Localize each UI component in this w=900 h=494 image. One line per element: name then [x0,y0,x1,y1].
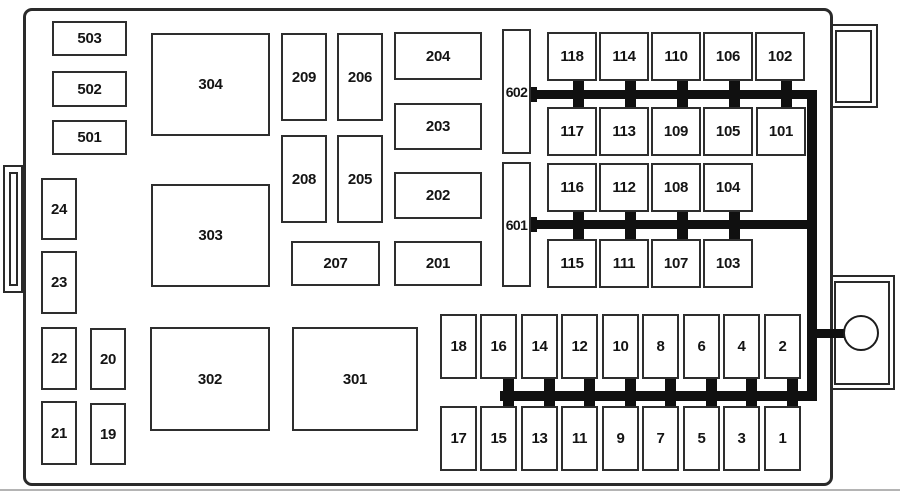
bus-601-rail [531,220,807,229]
bus-circle-stub [815,329,845,338]
fuse-box-111: 111 [599,239,649,288]
relay-box-209: 209 [281,33,327,121]
bus-vertical [807,90,817,401]
left-connector-inner [9,172,18,286]
bus-stub-2 [677,78,688,110]
bus-stub-4 [781,78,792,110]
page-edge-line [0,489,900,491]
fuse-box-107: 107 [651,239,701,288]
bus-stub-12 [625,377,636,409]
fuse-box-118: 118 [547,32,597,81]
fuse-box-114: 114 [599,32,649,81]
relay-box-201: 201 [394,241,482,286]
bus-stub-14 [706,377,717,409]
fuse-box-18: 18 [440,314,477,379]
relay-box-203: 203 [394,103,482,150]
fuse-box-116: 116 [547,163,597,212]
fuse-box-17: 17 [440,406,477,471]
fuse-box-23: 23 [41,251,77,314]
relay-box-208: 208 [281,135,327,223]
fuse-box-10: 10 [602,314,639,379]
bus-stub-10 [544,377,555,409]
fuse-box-11: 11 [561,406,598,471]
bus-stub-13 [665,377,676,409]
bus-stub-9 [503,377,514,409]
enclosure-border [23,8,833,486]
bus-stub-6 [625,209,636,242]
relay-box-302: 302 [150,327,270,431]
bus-stub-8 [729,209,740,242]
fuse-box-113: 113 [599,107,649,156]
fuse-box-106: 106 [703,32,753,81]
fuse-box-7: 7 [642,406,679,471]
bus-bottom-rail [500,391,817,401]
breaker-box-602: 602 [502,29,531,154]
relay-box-207: 207 [291,241,380,286]
bus-stub-15 [746,377,757,409]
fuse-box-24: 24 [41,178,77,240]
fuse-box-101: 101 [756,107,806,156]
bus-stub-3 [729,78,740,110]
fuse-box-115: 115 [547,239,597,288]
fuse-box-109: 109 [651,107,701,156]
bus-stub-0 [573,78,584,110]
relay-box-304: 304 [151,33,270,136]
fuse-box-1: 1 [764,406,801,471]
fuse-box-117: 117 [547,107,597,156]
fuse-box-16: 16 [480,314,517,379]
relay-box-204: 204 [394,32,482,80]
fuse-box-3: 3 [723,406,760,471]
relay-box-301: 301 [292,327,418,431]
bus-stub-7 [677,209,688,242]
terminal-circle [843,315,879,351]
fuse-box-108: 108 [651,163,701,212]
fuse-box-105: 105 [703,107,753,156]
fuse-box-13: 13 [521,406,558,471]
bus-stub-1 [625,78,636,110]
bus-stub-5 [573,209,584,242]
fuse-box-2: 2 [764,314,801,379]
fuse-box-8: 8 [642,314,679,379]
fuse-box-104: 104 [703,163,753,212]
fuse-box-4: 4 [723,314,760,379]
relay-box-206: 206 [337,33,383,121]
fuse-box-102: 102 [755,32,805,81]
relay-box-503: 503 [52,21,127,56]
breaker-box-601: 601 [502,162,531,287]
fuse-box-5: 5 [683,406,720,471]
relay-box-502: 502 [52,71,127,107]
fuse-box-110: 110 [651,32,701,81]
top-right-connector-inner [835,30,872,103]
fuse-box-21: 21 [41,401,77,465]
fuse-box-112: 112 [599,163,649,212]
fuse-box-6: 6 [683,314,720,379]
bus-602-rail [531,90,817,99]
relay-box-303: 303 [151,184,270,287]
fuse-box-14: 14 [521,314,558,379]
fuse-box-12: 12 [561,314,598,379]
relay-box-205: 205 [337,135,383,223]
fuse-box-20: 20 [90,328,126,390]
bus-stub-11 [584,377,595,409]
fuse-box-9: 9 [602,406,639,471]
relay-box-501: 501 [52,120,127,155]
fuse-box-15: 15 [480,406,517,471]
bus-stub-16 [787,377,798,409]
left-connector-outer [3,165,23,293]
fuse-box-22: 22 [41,327,77,390]
fuse-box-103: 103 [703,239,753,288]
relay-box-202: 202 [394,172,482,219]
fuse-box-19: 19 [90,403,126,465]
